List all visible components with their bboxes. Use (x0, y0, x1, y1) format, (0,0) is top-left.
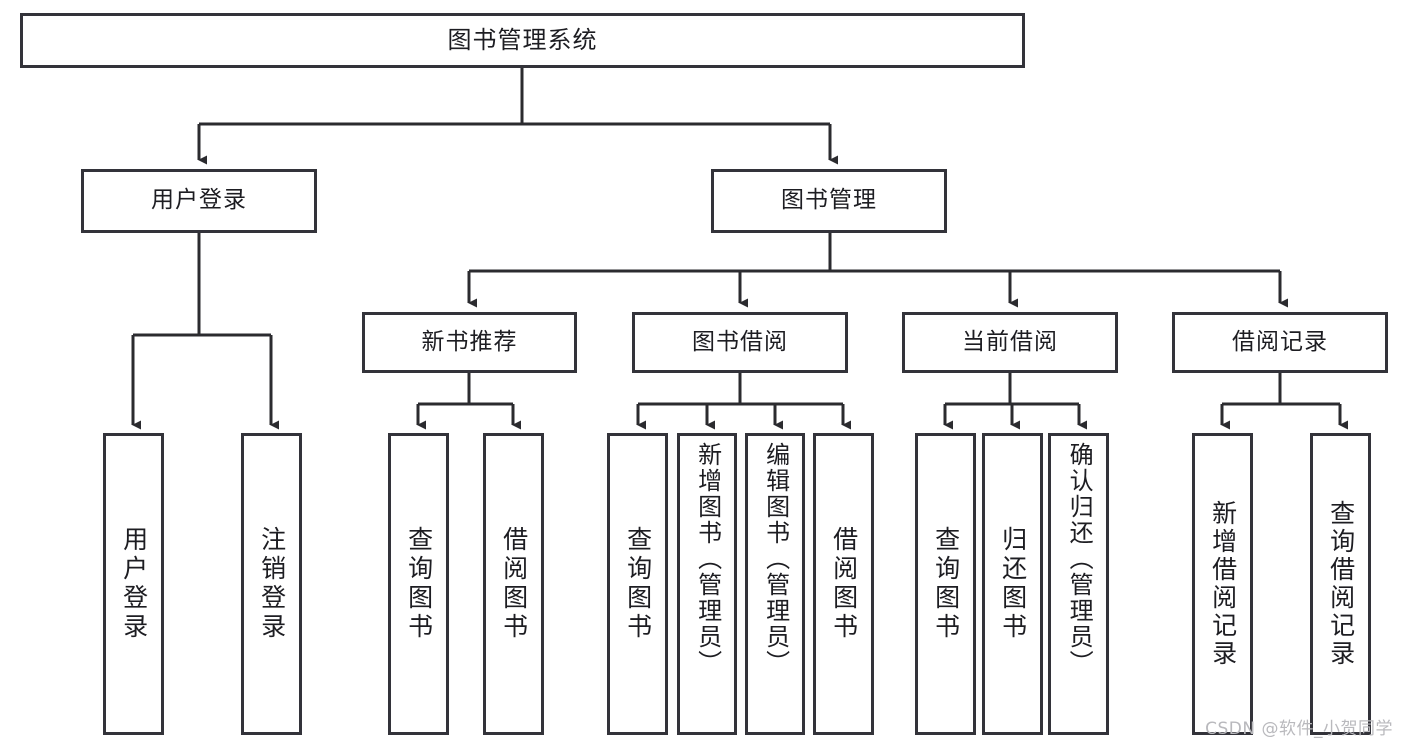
node-label: 图书借阅 (692, 328, 788, 355)
leaf-book-borrow-query-book[interactable]: 查询图书 (607, 433, 668, 735)
leaf-current-borrow-query-book[interactable]: 查询图书 (915, 433, 976, 735)
node-label: 归还图书 (998, 526, 1028, 642)
node-label: 确认归还（管理员） (1065, 442, 1094, 676)
node-label: 图书管理系统 (447, 26, 598, 55)
node-book-management[interactable]: 图书管理 (711, 169, 947, 233)
node-book-borrow[interactable]: 图书借阅 (632, 312, 848, 373)
node-label: 借阅图书 (829, 526, 859, 642)
leaf-current-borrow-return-book[interactable]: 归还图书 (982, 433, 1043, 735)
leaf-borrow-record-add-record[interactable]: 新增借阅记录 (1192, 433, 1253, 735)
node-label: 借阅图书 (499, 526, 529, 642)
node-label: 用户登录 (151, 187, 247, 214)
node-label: 注销登录 (257, 526, 287, 642)
node-label: 查询图书 (931, 526, 961, 642)
leaf-new-book-query-book[interactable]: 查询图书 (388, 433, 449, 735)
node-label: 查询图书 (404, 526, 434, 642)
leaf-book-borrow-add-book-admin[interactable]: 新增图书（管理员） (677, 433, 737, 735)
node-label: 新增图书（管理员） (693, 442, 722, 676)
leaf-user-login-logout[interactable]: 注销登录 (241, 433, 302, 735)
leaf-book-borrow-borrow-book[interactable]: 借阅图书 (813, 433, 874, 735)
watermark-text: CSDN @软件_小贺同学 (1205, 719, 1393, 739)
node-label: 当前借阅 (962, 328, 1058, 355)
node-current-borrow[interactable]: 当前借阅 (902, 312, 1118, 373)
node-label: 新增借阅记录 (1208, 500, 1238, 668)
leaf-user-login-login[interactable]: 用户登录 (103, 433, 164, 735)
leaf-current-borrow-confirm-return-admin[interactable]: 确认归还（管理员） (1048, 433, 1109, 735)
leaf-new-book-borrow-book[interactable]: 借阅图书 (483, 433, 544, 735)
leaf-book-borrow-edit-book-admin[interactable]: 编辑图书（管理员） (745, 433, 805, 735)
node-label: 用户登录 (119, 526, 149, 642)
node-new-book-recommend[interactable]: 新书推荐 (362, 312, 577, 373)
node-label: 新书推荐 (421, 328, 518, 355)
node-label: 编辑图书（管理员） (761, 442, 790, 676)
node-label: 查询借阅记录 (1326, 500, 1356, 668)
node-borrow-record[interactable]: 借阅记录 (1172, 312, 1388, 373)
node-label: 图书管理 (781, 187, 877, 214)
leaf-borrow-record-query-record[interactable]: 查询借阅记录 (1310, 433, 1371, 735)
node-user-login[interactable]: 用户登录 (81, 169, 317, 233)
node-root-library-management-system[interactable]: 图书管理系统 (20, 13, 1025, 68)
node-label: 借阅记录 (1232, 328, 1328, 355)
node-label: 查询图书 (623, 526, 653, 642)
